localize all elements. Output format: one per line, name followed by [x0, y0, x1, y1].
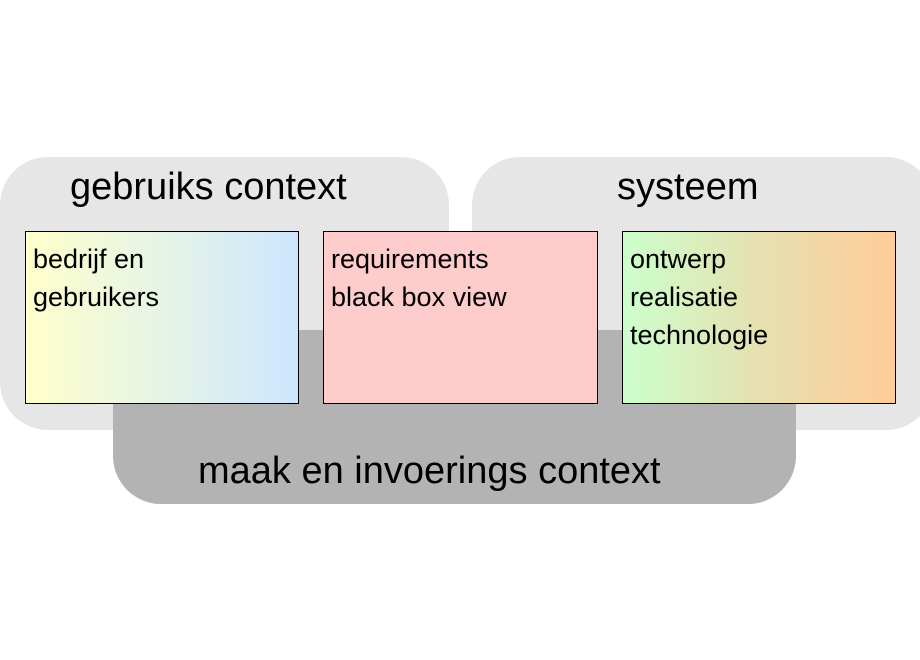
system-box: ontwerp realisatie technologie	[622, 231, 896, 404]
requirements-box: requirements black box view	[323, 231, 598, 404]
make-context-label: maak en invoerings context	[198, 450, 661, 492]
requirements-box-line: requirements	[331, 244, 489, 274]
usage-box-line: gebruikers	[33, 282, 160, 312]
usage-box: bedrijf en gebruikers	[25, 231, 299, 404]
system-box-line: ontwerp	[630, 244, 727, 274]
usage-box-line: bedrijf en	[33, 244, 145, 274]
system-box-line: technologie	[630, 320, 769, 350]
system-label: systeem	[617, 166, 759, 208]
system-box-line: realisatie	[630, 282, 739, 312]
requirements-box-line: black box view	[331, 282, 507, 312]
usage-context-label: gebruiks context	[70, 166, 347, 208]
